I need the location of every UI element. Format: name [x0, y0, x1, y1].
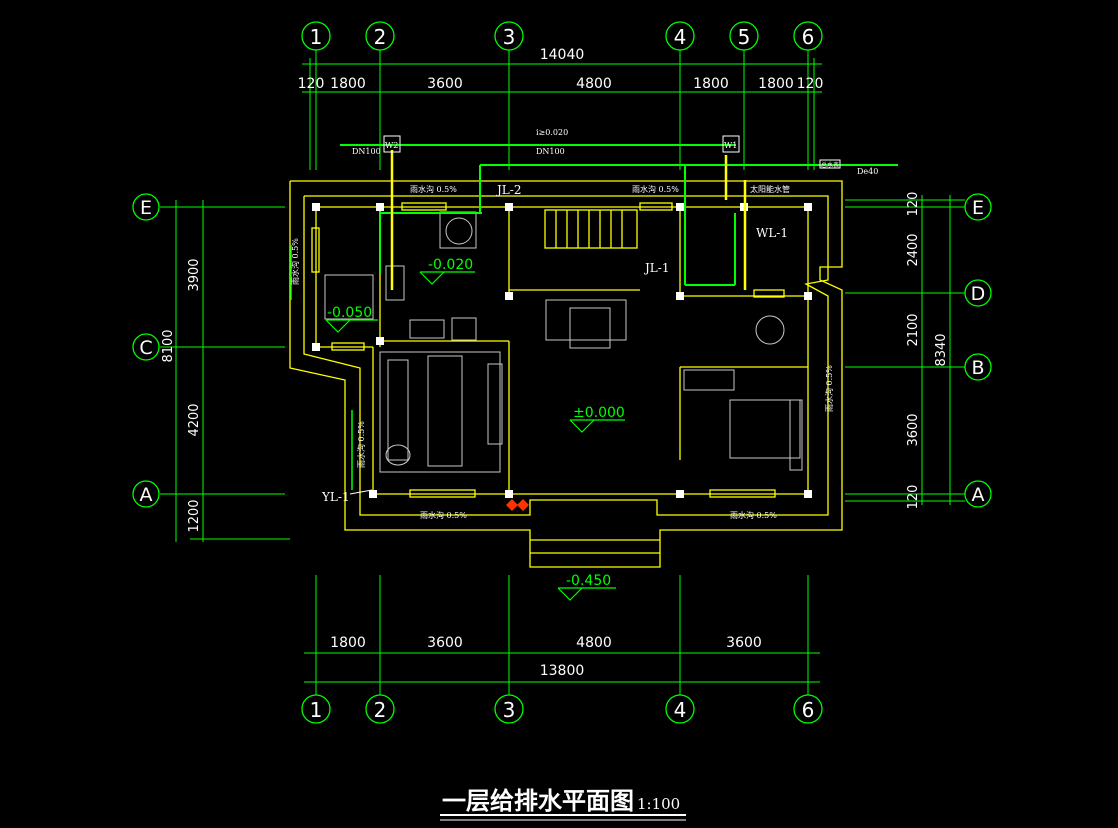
dim-left-seg-2: 4200	[187, 403, 202, 436]
pipe-label-slope: i≥0.020	[536, 128, 568, 137]
dim-bottom-seg-1: 1800	[330, 635, 366, 651]
axis-label-top-3: 3	[503, 25, 516, 49]
drain-pipes	[390, 150, 747, 290]
pipe-label-wl1: WL-1	[756, 226, 788, 240]
axis-label-top-6: 6	[802, 25, 815, 49]
dim-bottom-seg-4: 3600	[726, 635, 762, 651]
dimension-lines-top	[302, 50, 822, 170]
vertical-pipe-boxes	[383, 135, 841, 169]
level-kitchen: -0.020	[428, 257, 473, 273]
dim-right-seg-2: 2400	[906, 233, 921, 266]
drawing-scale: 1:100	[637, 795, 680, 813]
dim-bottom-seg-3: 4800	[576, 635, 612, 651]
axis-label-bottom-2: 2	[374, 698, 387, 722]
axis-label-bottom-6: 6	[802, 698, 815, 722]
drain-label-right: 雨水沟 0.5%	[824, 365, 834, 412]
dim-right-seg-5: 120	[906, 485, 921, 510]
axis-label-right-B: B	[971, 357, 984, 379]
dim-bottom-seg-2: 3600	[427, 635, 463, 651]
dim-top-total: 14040	[540, 47, 585, 63]
structural-columns	[312, 203, 812, 498]
dimension-lines-bottom	[304, 575, 820, 695]
pipe-label-dn100-mid: DN100	[536, 147, 565, 156]
axis-label-bottom-4: 4	[674, 698, 687, 722]
drain-label-left: 雨水沟 0.5%	[290, 238, 300, 285]
pipe-label-de40: De40	[857, 167, 878, 176]
furniture	[324, 211, 803, 473]
axis-label-top-5: 5	[738, 25, 751, 49]
axis-label-left-A: A	[140, 484, 153, 506]
dimension-lines-right	[845, 195, 965, 505]
pipe-label-yl1: YL-1	[321, 490, 350, 504]
dim-top-seg-4: 4800	[576, 76, 612, 92]
axis-label-top-2: 2	[374, 25, 387, 49]
drain-label-bottom-right: 雨水沟 0.5%	[730, 510, 777, 520]
dim-top-seg-7: 120	[797, 76, 824, 92]
axis-label-left-C: C	[139, 337, 152, 359]
dim-right-seg-4: 3600	[906, 413, 921, 446]
building-walls	[289, 180, 843, 568]
dim-top-seg-2: 1800	[330, 76, 366, 92]
entry-marker	[506, 499, 529, 511]
pipe-label-water: 太阳能水管	[750, 184, 790, 194]
pipe-label-dn100-left: DN100	[352, 147, 381, 156]
axis-label-bottom-1: 1	[310, 698, 323, 722]
axis-label-right-E: E	[972, 197, 984, 219]
drain-label-bottom-left: 雨水沟 0.5%	[420, 510, 467, 520]
dim-right-seg-1: 120	[906, 192, 921, 217]
dim-top-seg-1: 120	[298, 76, 325, 92]
level-hall: ±0.000	[573, 405, 625, 421]
axis-label-right-D: D	[971, 283, 986, 305]
level-marks	[325, 271, 625, 601]
level-laundry: -0.050	[327, 305, 372, 321]
axis-label-top-4: 4	[674, 25, 687, 49]
dim-top-seg-5: 1800	[693, 76, 729, 92]
axis-label-top-1: 1	[310, 25, 323, 49]
pipe-label-jl1: JL-1	[643, 261, 669, 275]
dimension-lines-left	[160, 200, 290, 542]
axis-label-bottom-3: 3	[503, 698, 516, 722]
level-outside: -0.450	[566, 573, 611, 589]
dim-top-seg-6: 1800	[758, 76, 794, 92]
axis-markers-right	[964, 193, 992, 508]
dim-left-seg-3: 1200	[187, 499, 202, 532]
pipe-label-w1: W1	[724, 141, 737, 150]
pipe-label-jl2: JL-2	[495, 183, 521, 197]
dim-left-seg-1: 3900	[187, 258, 202, 291]
pipe-label-w2: W2	[385, 141, 398, 150]
pipe-label-meter: 总水表	[821, 161, 839, 169]
drain-label-lower-left: 雨水沟 0.5%	[356, 421, 366, 468]
axis-markers-left	[132, 193, 160, 508]
dim-top-seg-3: 3600	[427, 76, 463, 92]
drawing-title: 一层给排水平面图	[442, 787, 634, 815]
dim-bottom-total: 13800	[540, 663, 585, 679]
axis-label-left-E: E	[140, 197, 152, 219]
dim-right-total: 8340	[934, 333, 949, 366]
axis-markers-bottom	[301, 694, 823, 724]
drain-label-top-right: 雨水沟 0.5%	[632, 184, 679, 194]
toilet-fixture	[445, 217, 473, 245]
axis-label-right-A: A	[972, 484, 985, 506]
dim-right-seg-3: 2100	[906, 313, 921, 346]
dim-left-total: 8100	[161, 329, 176, 362]
drain-label-top-left: 雨水沟 0.5%	[410, 184, 457, 194]
supply-pipes	[340, 144, 898, 286]
